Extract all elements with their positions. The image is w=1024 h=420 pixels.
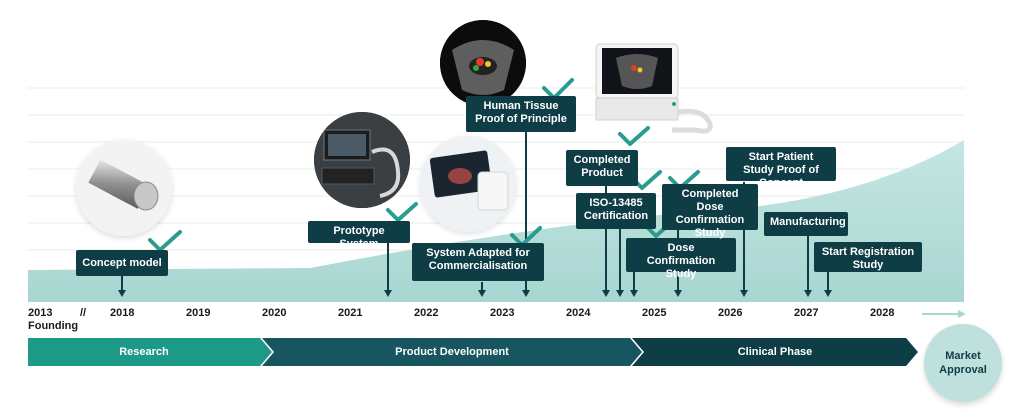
axis-arrow-icon xyxy=(922,310,966,318)
phase-product-shape xyxy=(262,338,642,366)
milestone-start-registration: Start Registration Study xyxy=(814,242,922,272)
market-approval-label: Market Approval xyxy=(939,350,987,376)
milestone-system-adapted: System Adapted for Commercialisation xyxy=(412,243,544,281)
phase-clinical-shape xyxy=(632,338,918,366)
milestone-manufacturing: Manufacturing xyxy=(764,212,848,236)
adapted-system-photo-icon xyxy=(420,136,516,232)
milestone-completed-product: Completed Product xyxy=(566,150,638,186)
market-approval-badge: Market Approval xyxy=(924,324,1002,402)
year-2026: 2026 xyxy=(718,307,743,319)
phase-research-shape xyxy=(28,338,272,366)
phase-clinical-label: Clinical Phase xyxy=(737,346,813,358)
milestone-dose-confirmation: Dose Confirmation Study xyxy=(626,238,736,280)
milestone-start-patient-study: Start Patient Study Proof of Concept xyxy=(726,147,836,189)
milestone-iso-13485: ISO-13485 Certification xyxy=(576,193,656,229)
year-skip-mark: // xyxy=(80,307,87,319)
year-2019: 2019 xyxy=(186,307,211,319)
prototype-system-photo-icon xyxy=(314,112,410,208)
phase-product-development-label: Product Development xyxy=(395,346,509,358)
phase-research-label: Research xyxy=(119,346,169,358)
year-2020: 2020 xyxy=(262,307,287,319)
year-2024: 2024 xyxy=(566,307,591,319)
year-2027: 2027 xyxy=(794,307,819,319)
year-2023: 2023 xyxy=(490,307,515,319)
ultrasound-device-image-icon xyxy=(592,42,718,138)
milestone-prototype-system: Prototype System xyxy=(308,221,410,250)
milestone-completed-dose: Completed Dose Confirmation Study xyxy=(662,184,758,239)
milestone-concept-model: Concept model xyxy=(76,250,168,276)
year-2013: 2013 xyxy=(28,307,53,319)
year-2018: 2018 xyxy=(110,307,135,319)
year-founding-label: Founding xyxy=(28,320,79,332)
year-2025: 2025 xyxy=(642,307,667,319)
year-2021: 2021 xyxy=(338,307,363,319)
ultrasound-scan-photo-icon xyxy=(440,20,526,106)
year-2022: 2022 xyxy=(414,307,439,319)
milestone-human-tissue: Human Tissue Proof of Principle xyxy=(466,96,576,132)
year-2028: 2028 xyxy=(870,307,895,319)
concept-rod-photo-icon xyxy=(76,140,172,236)
